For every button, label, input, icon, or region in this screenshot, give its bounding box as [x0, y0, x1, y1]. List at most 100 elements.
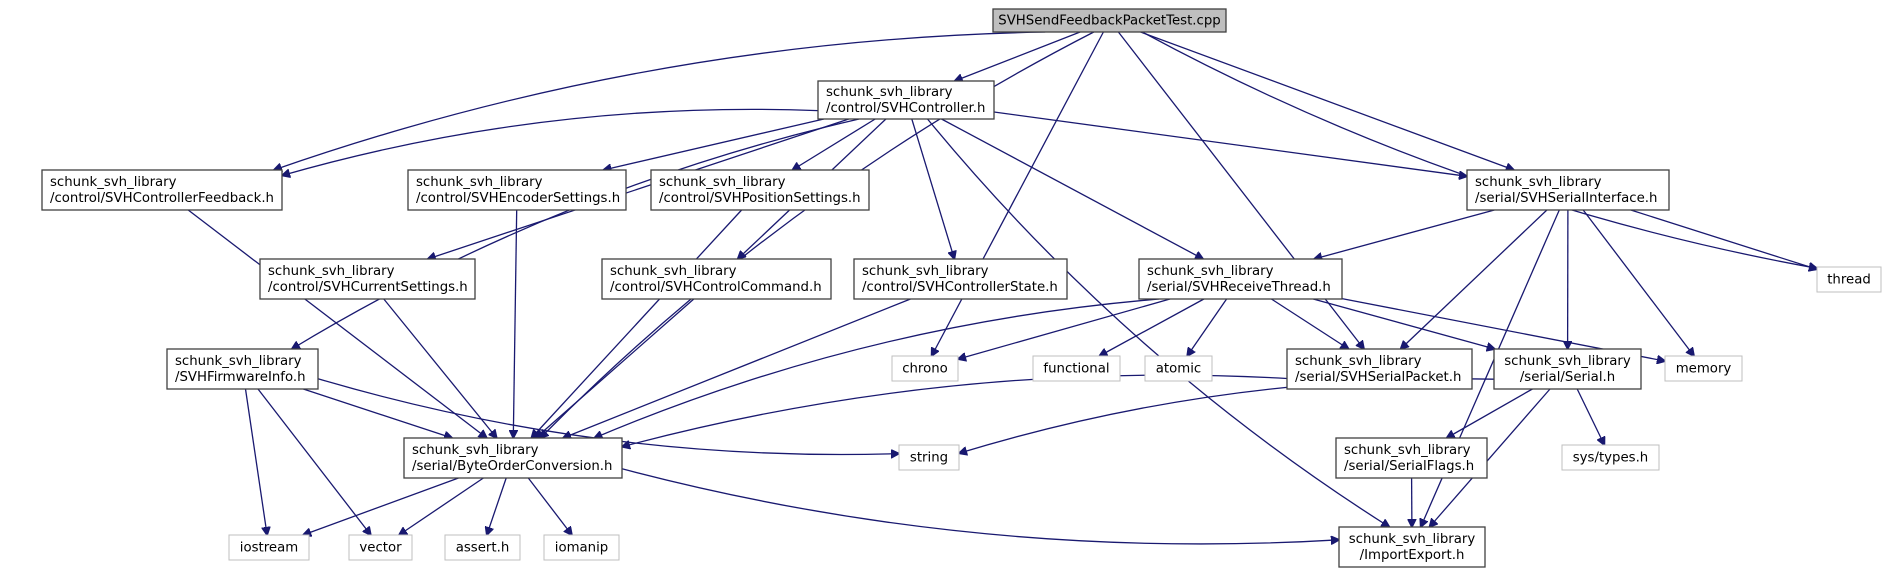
node-label-line: /serial/SVHSerialInterface.h [1475, 191, 1657, 206]
edge-controller-to-importexport [926, 118, 1390, 527]
node-label-line: memory [1676, 362, 1732, 377]
node-label-line: SVHSendFeedbackPacketTest.cpp [998, 14, 1220, 29]
node-recvthread[interactable]: schunk_svh_library/serial/SVHReceiveThre… [1138, 258, 1343, 300]
edge-recvthread-to-atomic [1187, 298, 1228, 356]
node-label-line: /control/SVHControllerFeedback.h [50, 191, 274, 206]
node-box [1561, 444, 1660, 471]
edge-byteorder-to-iomanip [527, 477, 572, 535]
node-label-line: schunk_svh_library [1504, 354, 1631, 369]
node-label-line: vector [359, 541, 402, 556]
edge-ctrlcommand-to-byteorder [536, 298, 695, 438]
node-label-line: /control/SVHEncoderSettings.h [416, 191, 620, 206]
edge-root-to-ctrlfeedback [274, 31, 1046, 170]
node-label-line: schunk_svh_library [1349, 532, 1476, 547]
node-byteorder[interactable]: schunk_svh_library/serial/ByteOrderConve… [403, 437, 623, 479]
node-box [1466, 169, 1670, 211]
edge-serialiface-to-memory [1582, 209, 1694, 356]
node-label-line: schunk_svh_library [659, 175, 786, 190]
node-label-line: schunk_svh_library [1344, 443, 1471, 458]
node-thread: thread [1816, 266, 1882, 293]
edge-controller-to-serialiface [993, 111, 1467, 176]
node-importexport[interactable]: schunk_svh_library/ImportExport.h [1338, 526, 1486, 568]
node-serialflags[interactable]: schunk_svh_library/serial/SerialFlags.h [1335, 437, 1488, 479]
edge-serialiface-to-thread [1630, 209, 1817, 269]
node-label-line: schunk_svh_library [1475, 175, 1602, 190]
edge-recvthread-to-serial [1313, 298, 1495, 349]
node-label-line: schunk_svh_library [610, 264, 737, 279]
edge-controller-to-current [428, 118, 850, 259]
node-label-line: schunk_svh_library [412, 443, 539, 458]
node-root[interactable]: SVHSendFeedbackPacketTest.cpp [992, 8, 1227, 33]
node-string: string [898, 444, 960, 471]
edge-controller-to-encoder [603, 118, 825, 170]
node-label-line: /serial/ByteOrderConversion.h [412, 459, 612, 474]
node-label-line: schunk_svh_library [862, 264, 989, 279]
edge-recvthread-to-chrono [958, 298, 1171, 359]
node-label-line: schunk_svh_library [268, 264, 395, 279]
node-serial[interactable]: schunk_svh_library/serial/Serial.h [1493, 348, 1642, 390]
node-ctrlcommand[interactable]: schunk_svh_library/control/SVHControlCom… [601, 258, 832, 300]
node-label-line: sys/types.h [1573, 451, 1649, 466]
node-box [853, 258, 1068, 300]
node-box [1144, 355, 1213, 382]
node-functional: functional [1032, 355, 1121, 382]
edge-byteorder-to-iostream [303, 477, 459, 535]
node-current[interactable]: schunk_svh_library/control/SVHCurrentSet… [259, 258, 476, 300]
node-label-line: string [910, 451, 948, 466]
node-box [348, 534, 413, 561]
edge-byteorder-to-asserth [487, 477, 507, 535]
node-box [444, 534, 521, 561]
node-label-line: assert.h [456, 541, 510, 556]
nodes: SVHSendFeedbackPacketTest.cpp schunk_svh_… [41, 8, 1882, 568]
node-firmware[interactable]: schunk_svh_library/SVHFirmwareInfo.h [166, 348, 319, 390]
node-box [1338, 526, 1486, 568]
node-encoder[interactable]: schunk_svh_library/control/SVHEncoderSet… [407, 169, 627, 211]
node-box [650, 169, 870, 211]
node-ctrlfeedback[interactable]: schunk_svh_library/control/SVHController… [41, 169, 283, 211]
node-label-line: /control/SVHCurrentSettings.h [268, 280, 468, 295]
node-position[interactable]: schunk_svh_library/control/SVHPositionSe… [650, 169, 870, 211]
edge-root-to-byteorder [540, 31, 1095, 438]
node-controller[interactable]: schunk_svh_library/control/SVHController… [817, 80, 995, 120]
node-box [601, 258, 832, 300]
node-serialiface[interactable]: schunk_svh_library/serial/SVHSerialInter… [1466, 169, 1670, 211]
edge-ctrlstate-to-byteorder [563, 298, 911, 438]
edge-serialpacket-to-byteorder [622, 374, 1288, 447]
node-label-line: functional [1043, 362, 1109, 377]
node-label-line: schunk_svh_library [1147, 264, 1274, 279]
node-label-line: /serial/SerialFlags.h [1344, 459, 1474, 474]
node-box [1664, 355, 1743, 382]
node-label-line: /ImportExport.h [1360, 548, 1465, 563]
node-iomanip: iomanip [543, 534, 620, 561]
node-box [891, 355, 959, 382]
edge-serial-to-systypes [1576, 388, 1604, 445]
node-iostream: iostream [228, 534, 310, 561]
node-box [817, 80, 995, 120]
edge-recvthread-to-byteorder [594, 298, 1160, 438]
node-label-line: iostream [240, 541, 298, 556]
edge-serialiface-to-serialpacket [1401, 209, 1548, 349]
edge-root-to-thread [1141, 31, 1817, 268]
edge-root-to-chrono [932, 31, 1104, 356]
edge-byteorder-to-vector [399, 477, 484, 535]
edge-controller-to-ctrlfeedback [282, 108, 819, 175]
node-label-line: /serial/SVHSerialPacket.h [1295, 370, 1461, 385]
node-box [1032, 355, 1121, 382]
node-vector: vector [348, 534, 413, 561]
node-memory: memory [1664, 355, 1743, 382]
node-box [228, 534, 310, 561]
node-label-line: atomic [1156, 362, 1201, 377]
edge-root-to-controller [955, 31, 1081, 81]
edge-serial-to-importexport [1430, 388, 1551, 527]
node-serialpacket[interactable]: schunk_svh_library/serial/SVHSerialPacke… [1286, 348, 1473, 390]
node-ctrlstate[interactable]: schunk_svh_library/control/SVHController… [853, 258, 1068, 300]
edge-position-to-byteorder [531, 209, 743, 438]
edge-encoder-to-byteorder [513, 209, 516, 438]
node-chrono: chrono [891, 355, 959, 382]
node-box [1335, 437, 1488, 479]
edge-byteorder-to-importexport [621, 468, 1339, 544]
node-label-line: schunk_svh_library [416, 175, 543, 190]
node-asserth: assert.h [444, 534, 521, 561]
edge-current-to-byteorder [383, 298, 497, 438]
